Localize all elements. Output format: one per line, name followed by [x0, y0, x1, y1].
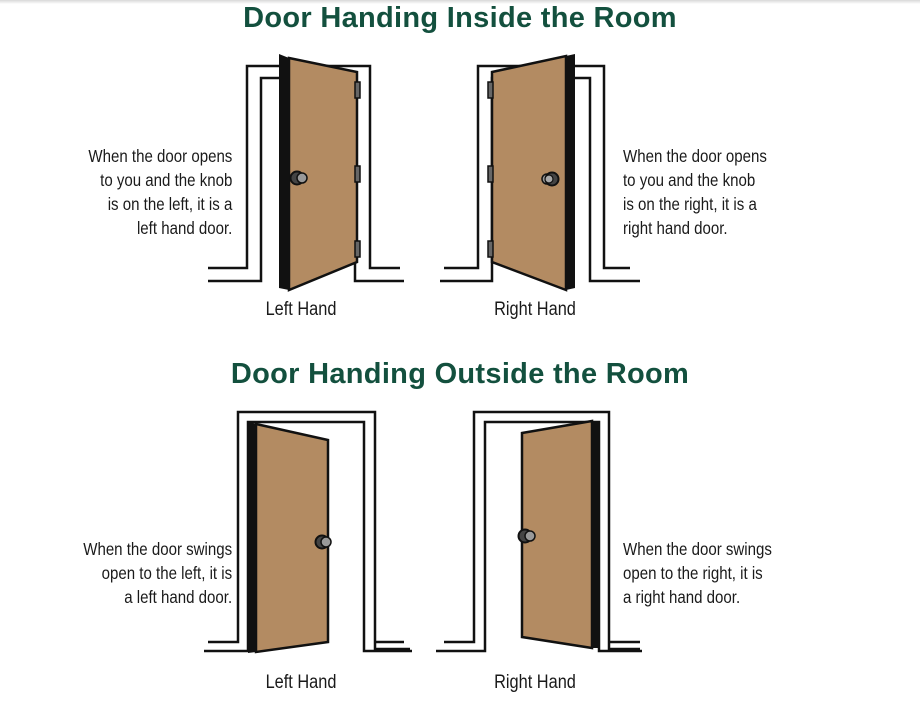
desc-line: right hand door.: [623, 218, 728, 238]
desc-line: When the door opens: [88, 146, 232, 166]
desc-line: to you and the knob: [99, 170, 233, 190]
inside-left-description: When the door opens to you and the knob …: [88, 144, 232, 240]
desc-line: a right hand door.: [623, 587, 741, 607]
outside-section-title: Door Handing Outside the Room: [230, 358, 690, 390]
outside-right-description: When the door swings open to the right, …: [623, 537, 772, 609]
inside-section-title: Door Handing Inside the Room: [243, 2, 677, 34]
door-inside-right-icon: [440, 54, 640, 292]
outside-left-caption: Left Hand: [265, 672, 337, 693]
door-outside-left-icon: [204, 410, 412, 654]
inside-right-description: When the door opens to you and the knob …: [623, 144, 767, 240]
desc-line: open to the right, it is: [623, 563, 763, 583]
desc-line: is on the left, it is a: [107, 194, 232, 214]
desc-line: a left hand door.: [124, 587, 232, 607]
door-outside-right-icon: [436, 410, 642, 653]
desc-line: When the door opens: [623, 146, 767, 166]
desc-line: When the door swings: [623, 539, 772, 559]
door-inside-left-icon: [208, 54, 404, 292]
desc-line: open to the left, it is: [101, 563, 232, 583]
inside-left-caption: Left Hand: [265, 299, 337, 320]
outside-left-description: When the door swings open to the left, i…: [83, 537, 232, 609]
desc-line: When the door swings: [83, 539, 232, 559]
desc-line: to you and the knob: [623, 170, 756, 190]
desc-line: is on the right, it is a: [623, 194, 757, 214]
outside-right-caption: Right Hand: [494, 672, 576, 693]
desc-line: left hand door.: [136, 218, 232, 238]
inside-right-caption: Right Hand: [494, 299, 576, 320]
top-shadow: [0, 0, 920, 4]
